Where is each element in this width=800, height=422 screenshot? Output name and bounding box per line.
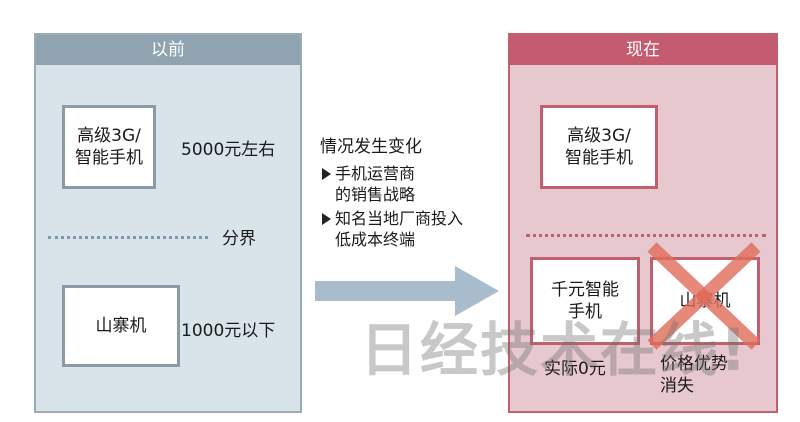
change-bullet-operator-strategy: 手机运营商 的销售战略 (322, 163, 415, 205)
before-high-end-phone-box: 高级3G/ 智能手机 (62, 105, 156, 189)
change-title: 情况发生变化 (320, 137, 422, 157)
right-arrow-icon (315, 266, 499, 316)
after-divider-line (526, 234, 766, 237)
bullet1-line2: 的销售战略 (335, 185, 416, 204)
before-shanzhai-box: 山寨机 (62, 285, 180, 367)
before-divider-line (48, 236, 208, 239)
bullet2-line1: 知名当地厂商投入 (335, 209, 464, 228)
before-shanzhai-label: 山寨机 (95, 315, 147, 336)
before-panel-header: 以前 (36, 35, 300, 65)
before-shanzhai-price: 1000元以下 (181, 321, 276, 341)
before-divider-label: 分界 (222, 229, 256, 249)
cross-icon (647, 242, 761, 350)
watermark-text: 日经技术在线! (360, 316, 749, 384)
after-panel: 现在 高级3G/ 智能手机 千元智能 手机 实际0元 山寨机 价格优势 消失 (508, 33, 778, 413)
change-bullet-local-makers: 知名当地厂商投入 低成本终端 (322, 208, 463, 250)
bullet1-line1: 手机运营商 (335, 164, 416, 183)
after-high-end-line2: 智能手机 (565, 148, 633, 168)
after-panel-header: 现在 (510, 35, 776, 65)
after-thousand-yuan-phone-box: 千元智能 手机 (530, 257, 640, 345)
before-panel: 以前 高级3G/ 智能手机 5000元左右 分界 山寨机 1000元以下 (34, 33, 302, 413)
bullet2-line2: 低成本终端 (335, 230, 416, 249)
after-shanzhai-status-line2: 消失 (660, 376, 694, 396)
after-thousand-price: 实际0元 (544, 359, 606, 379)
before-high-end-price: 5000元左右 (181, 140, 276, 160)
triangle-bullet-icon (322, 168, 331, 180)
after-shanzhai-status-line1: 价格优势 (660, 354, 728, 374)
after-shanzhai-status: 价格优势 消失 (660, 353, 728, 397)
triangle-bullet-icon (322, 213, 331, 225)
after-high-end-line1: 高级3G/ (567, 125, 631, 146)
before-high-end-line1: 高级3G/ (77, 125, 141, 146)
after-high-end-phone-box: 高级3G/ 智能手机 (540, 105, 658, 189)
after-thousand-line1: 千元智能 (551, 279, 619, 300)
after-thousand-line2: 手机 (568, 302, 602, 322)
before-high-end-line2: 智能手机 (75, 148, 143, 168)
